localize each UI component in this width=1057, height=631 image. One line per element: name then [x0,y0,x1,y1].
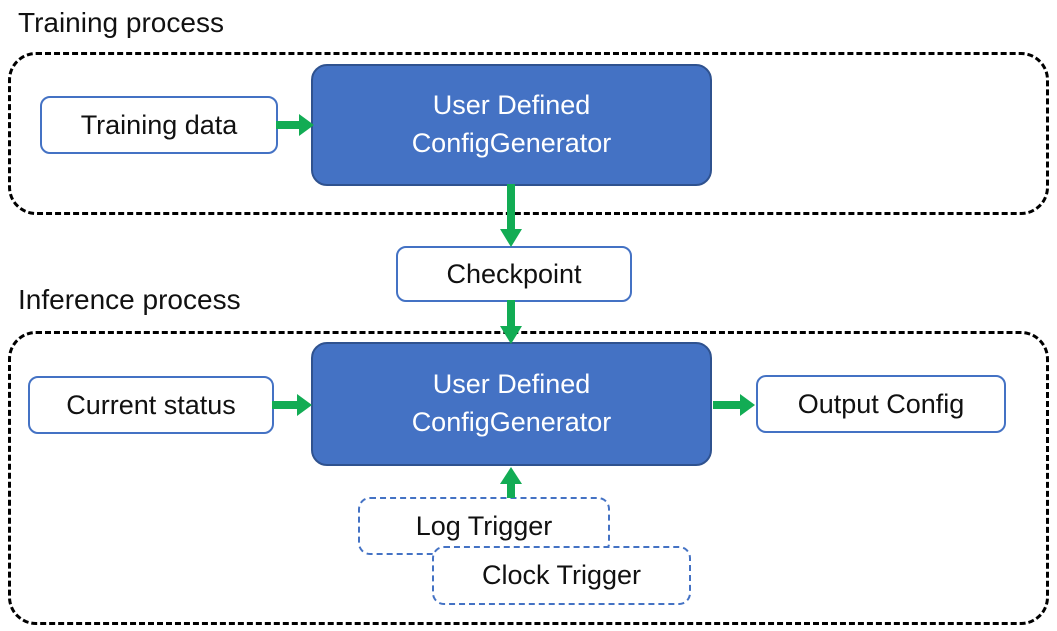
training-data-box: Training data [40,96,278,154]
arrow-generator-to-checkpoint-icon [500,184,522,247]
arrow-triggers-to-generator-icon [500,467,522,498]
training-process-container [8,52,1049,215]
inference-generator-line1: User Defined [432,369,591,400]
training-generator-line2: ConfigGenerator [411,128,612,158]
arrow-current-status-to-generator-icon [272,394,312,416]
training-generator-line1: User Defined [432,90,591,121]
log-trigger-box: Log Trigger [358,497,610,555]
arrow-generator-to-output-icon [713,394,755,416]
checkpoint-box: Checkpoint [396,246,632,302]
arrow-checkpoint-to-inference-generator-icon [500,300,522,344]
arrow-training-data-to-generator-icon [276,114,314,136]
inference-generator-box: User Defined ConfigGenerator [311,342,712,466]
inference-generator-line2: ConfigGenerator [411,407,612,437]
training-process-label: Training process [18,7,224,38]
output-config-box: Output Config [756,375,1006,433]
inference-process-container [8,331,1049,625]
inference-process-label: Inference process [18,284,241,315]
clock-trigger-box: Clock Trigger [432,546,691,605]
current-status-box: Current status [28,376,274,434]
training-generator-box: User Defined ConfigGenerator [311,64,712,186]
